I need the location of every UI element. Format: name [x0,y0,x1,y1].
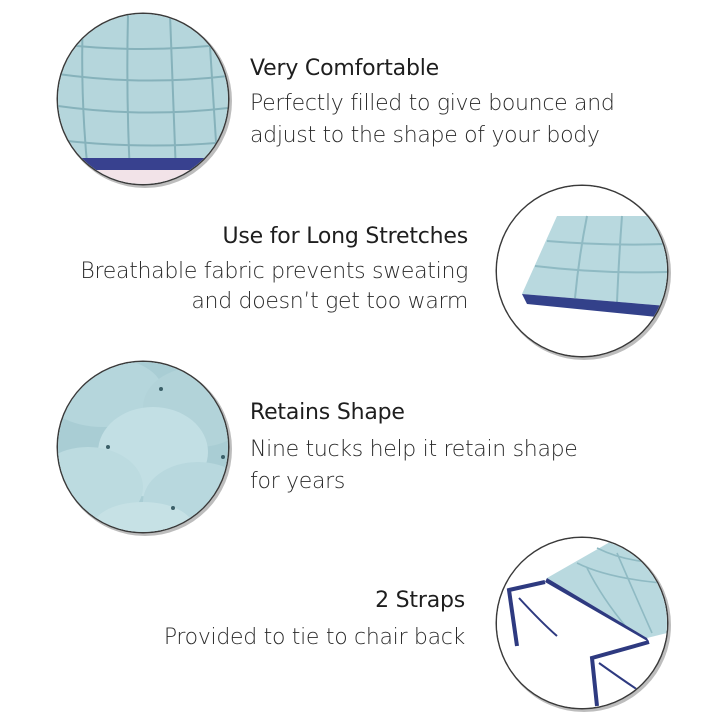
feature-image-comfortable [58,14,228,184]
feature-description-line: Provided to tie to chair back [163,625,465,650]
feature-image-long-stretches [497,186,667,356]
feature-title: Very Comfortable [250,56,439,81]
feature-description-line: and doesn’t get too warm [191,289,468,314]
feature-description-line: Breathable fabric prevents sweating [80,259,468,284]
cushion-tucks-closeup-icon [58,362,228,532]
feature-image-straps [497,538,667,708]
cushion-straps-view-icon [497,538,667,708]
feature-image-retains-shape [58,362,228,532]
feature-description-line: Nine tucks help it retain shape [250,437,578,462]
feature-description-line: adjust to the shape of your body [250,123,600,148]
feature-description-line: Perfectly filled to give bounce and [250,91,615,116]
cushion-side-view-icon [497,186,667,356]
feature-description-line: for years [250,469,346,494]
feature-title: Retains Shape [250,400,405,425]
feature-title: 2 Straps [375,588,465,613]
cushion-top-closeup-icon [58,14,228,184]
feature-title: Use for Long Stretches [222,224,468,249]
